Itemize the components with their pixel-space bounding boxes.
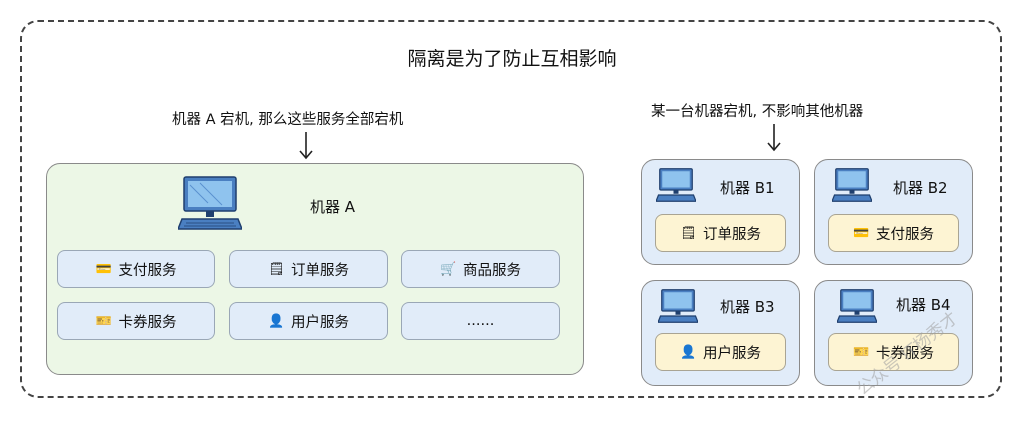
service-label: ......: [466, 313, 495, 329]
machine-b4-label: 机器 B4: [896, 296, 951, 314]
machine-b2-label: 机器 B2: [893, 179, 948, 197]
outer-dashed-frame: [20, 20, 1002, 398]
service-label: 卡券服务: [118, 314, 177, 331]
card-icon: 💳: [853, 225, 870, 241]
down-arrow-b: [767, 124, 781, 152]
service-coupon: 🎫 卡券服务: [57, 302, 215, 340]
service-label: 订单服务: [291, 262, 349, 279]
user-icon: 👤: [268, 313, 285, 329]
machine-a-label: 机器 A: [310, 198, 356, 216]
coupon-icon: 🎫: [853, 344, 870, 360]
order-icon: 🗒: [680, 225, 697, 241]
service-label: 支付服务: [118, 262, 177, 279]
service-b1: 🗒 订单服务: [655, 214, 786, 252]
card-icon: 💳: [95, 261, 113, 277]
service-label: 支付服务: [876, 226, 934, 243]
computer-icon: [837, 289, 877, 323]
service-pay: 💳 支付服务: [57, 250, 215, 288]
note-machine-a: 机器 A 宕机, 那么这些服务全部宕机: [172, 112, 404, 128]
computer-icon: [178, 176, 242, 230]
computer-icon: [658, 289, 698, 323]
service-label: 商品服务: [463, 262, 521, 279]
down-arrow-a: [299, 132, 313, 160]
note-machines-b: 某一台机器宕机, 不影响其他机器: [651, 104, 864, 120]
diagram-title: 隔离是为了防止互相影响: [407, 48, 617, 70]
machine-b3-label: 机器 B3: [720, 298, 775, 316]
order-icon: 🗒: [268, 261, 285, 277]
service-user: 👤 用户服务: [229, 302, 388, 340]
computer-icon: [656, 168, 696, 202]
cart-icon: 🛒: [440, 261, 457, 277]
service-product: 🛒 商品服务: [401, 250, 560, 288]
service-b3: 👤 用户服务: [655, 333, 786, 371]
service-b2: 💳 支付服务: [828, 214, 959, 252]
service-label: 用户服务: [703, 345, 761, 362]
service-label: 用户服务: [291, 314, 349, 331]
user-icon: 👤: [680, 344, 697, 360]
service-label: 卡券服务: [876, 345, 934, 362]
service-label: 订单服务: [703, 226, 761, 243]
coupon-icon: 🎫: [95, 313, 113, 329]
service-order: 🗒 订单服务: [229, 250, 388, 288]
service-b4: 🎫 卡券服务: [828, 333, 959, 371]
machine-b1-label: 机器 B1: [720, 179, 775, 197]
computer-icon: [832, 168, 872, 202]
service-more: ......: [401, 302, 560, 340]
